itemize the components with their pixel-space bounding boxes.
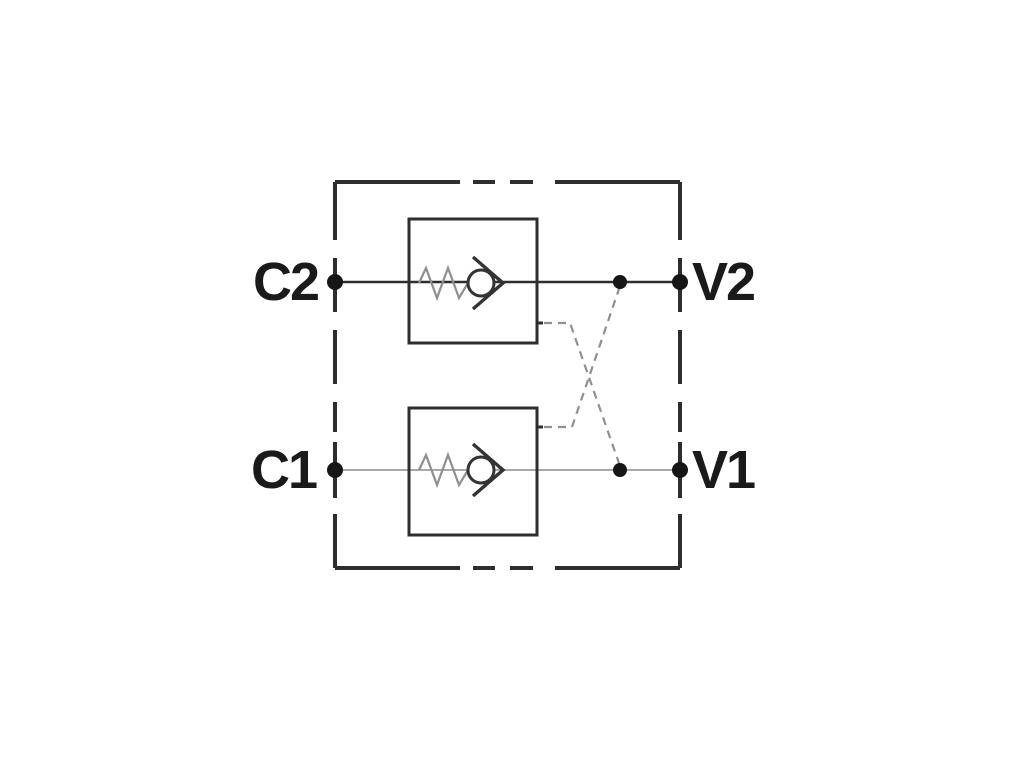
pilot-lines [544,285,622,467]
bottom-valve-spring-icon [418,451,469,489]
top-check-valve-box [407,217,539,345]
top-valve-spring-icon [418,264,469,302]
top-valve-seat-icon [471,255,506,311]
port-label-v2: V2 [692,252,754,312]
port-dot-c2 [327,274,343,290]
junction-dot-v2-line [613,275,627,289]
top-valve-ball-icon [466,268,496,298]
valve-body-boundary [333,180,682,570]
port-label-c1: C1 [251,440,317,500]
bottom-check-valve [407,406,539,537]
top-check-valve [407,217,539,345]
port-dot-v1 [672,462,688,478]
pilot-line-top-valve [544,321,622,467]
port-label-v1: V1 [692,440,755,500]
bottom-valve-seat-icon [471,442,506,498]
connection-dots [327,274,688,478]
pilot-line-bottom-valve [544,285,622,429]
port-label-c2: C2 [253,252,318,312]
port-dot-c1 [327,462,343,478]
bottom-check-valve-box [407,406,539,537]
bottom-valve-ball-icon [466,455,496,485]
junction-dot-v1-line [613,463,627,477]
port-dot-v2 [672,274,688,290]
